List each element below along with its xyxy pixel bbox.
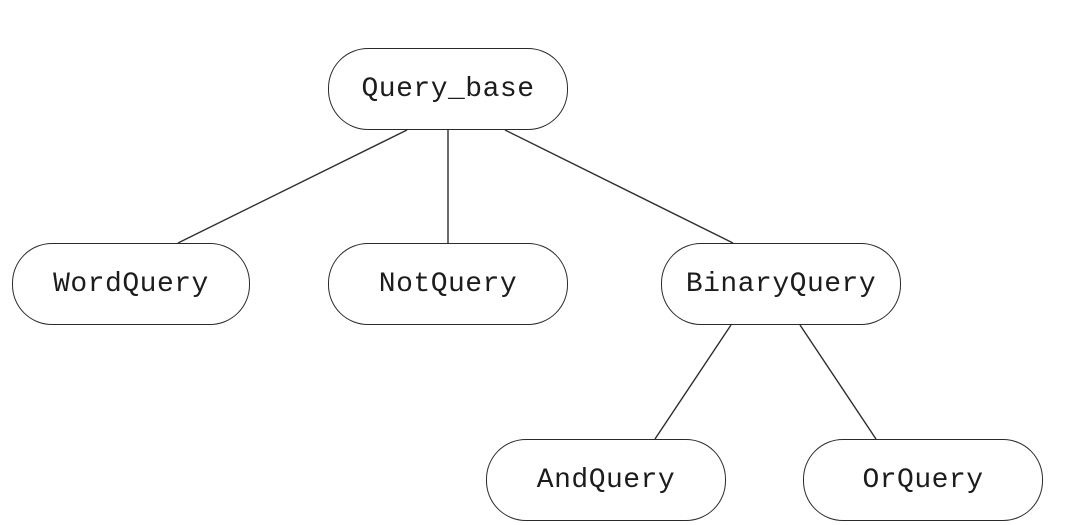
node-query-base-label: Query_base [361, 73, 535, 105]
node-word-query-label: WordQuery [53, 268, 209, 300]
node-binary-query-label: BinaryQuery [685, 268, 877, 300]
edge-root-binary [504, 129, 734, 244]
node-query-base: Query_base [328, 48, 568, 130]
node-not-query: NotQuery [328, 243, 568, 325]
edge-binary-or [799, 324, 877, 440]
node-binary-query: BinaryQuery [661, 243, 901, 325]
node-and-query-label: AndQuery [536, 464, 676, 496]
node-or-query-label: OrQuery [862, 464, 984, 496]
edge-root-word [177, 129, 408, 244]
edge-binary-and [654, 324, 732, 440]
node-or-query: OrQuery [803, 439, 1043, 521]
node-and-query: AndQuery [486, 439, 726, 521]
node-not-query-label: NotQuery [378, 268, 518, 300]
node-word-query: WordQuery [12, 243, 250, 325]
